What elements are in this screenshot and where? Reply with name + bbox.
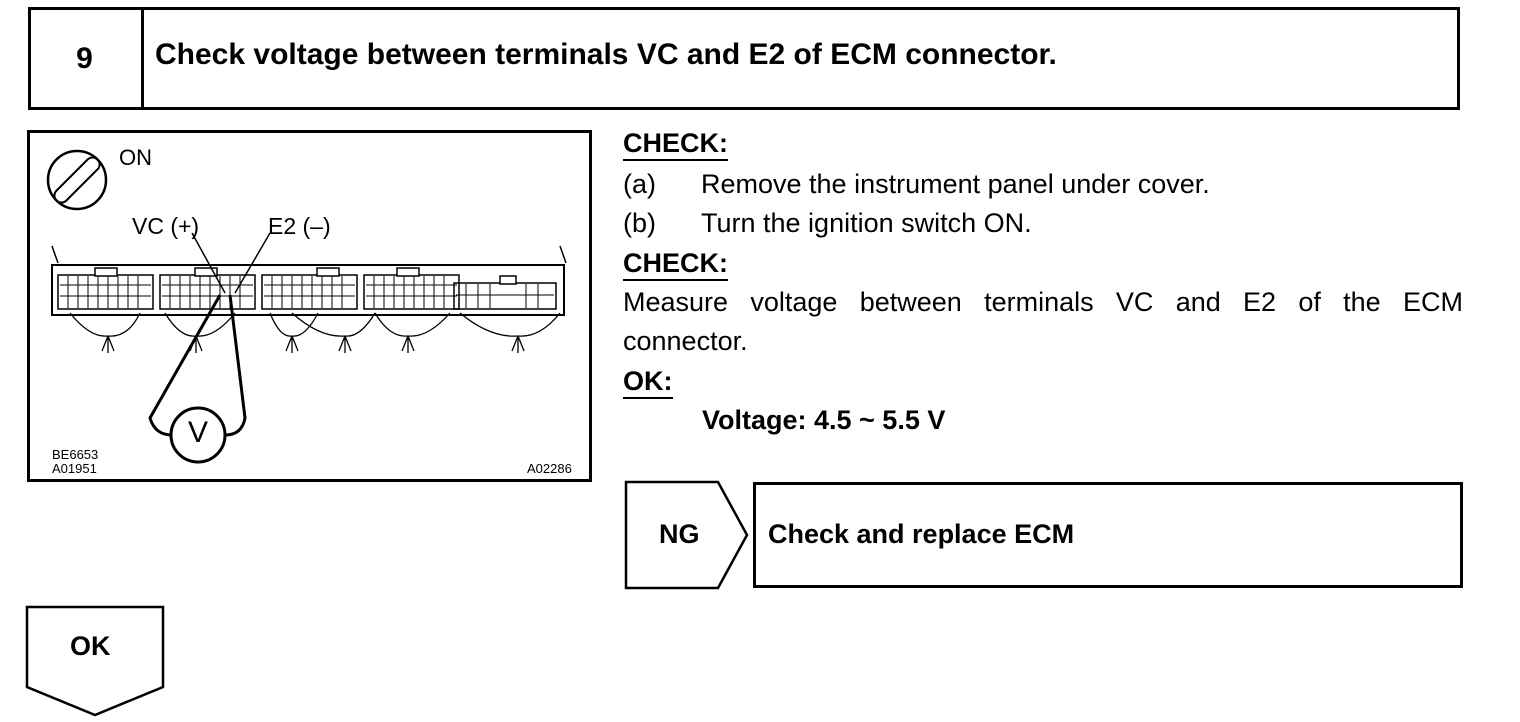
check-heading-2: CHECK: [623, 248, 728, 281]
step-number: 9 [28, 7, 144, 110]
ng-arrow-shape [624, 480, 749, 590]
ok-label: OK [70, 631, 111, 661]
ecm-connector-block [51, 264, 565, 316]
check-heading-1: CHECK: [623, 128, 728, 161]
voltmeter-icon [169, 406, 227, 464]
wire-harness [69, 312, 561, 353]
ng-action-text: Check and replace ECM [768, 519, 1075, 549]
ng-label: NG [659, 519, 700, 549]
ok-arrow-shape [25, 605, 165, 717]
step-mark-a: (a) [623, 169, 656, 199]
ng-action-box [753, 482, 1463, 588]
check-step-a: (a) Remove the instrument panel under cov… [623, 169, 1210, 200]
step-text-a: Remove the instrument panel under cover. [701, 169, 1210, 199]
step-title: Check voltage between terminals VC and E… [155, 38, 1057, 71]
figure-code-bottom: A01951 [52, 461, 97, 476]
step-header-box [28, 7, 1460, 110]
check-step-b: (b) Turn the ignition switch ON. [623, 208, 1032, 239]
ok-spec-value: Voltage: 4.5 ~ 5.5 V [702, 405, 946, 435]
ignition-on-label: ON [119, 145, 152, 170]
step-text-b: Turn the ignition switch ON. [701, 208, 1032, 238]
figure-code-top: BE6653 [52, 447, 99, 462]
e2-terminal-label: E2 (–) [268, 213, 331, 239]
measure-instruction-line2: connector. [623, 326, 748, 356]
ecm-connector-figure: ON VC (+) E2 (–) V BE6653 A01951 A02286 [27, 130, 592, 482]
vc-terminal-label: VC (+) [132, 213, 200, 239]
voltmeter-symbol: V [187, 416, 208, 449]
figure-code-right: A02286 [527, 461, 572, 476]
ignition-key-icon [46, 149, 108, 211]
ecm-connector-diagram [46, 149, 567, 464]
measure-instruction-line1: Measure voltage between terminals VC and… [623, 287, 1463, 317]
step-mark-b: (b) [623, 208, 656, 238]
ok-spec-heading: OK: [623, 366, 673, 399]
probe-leads [148, 294, 247, 437]
